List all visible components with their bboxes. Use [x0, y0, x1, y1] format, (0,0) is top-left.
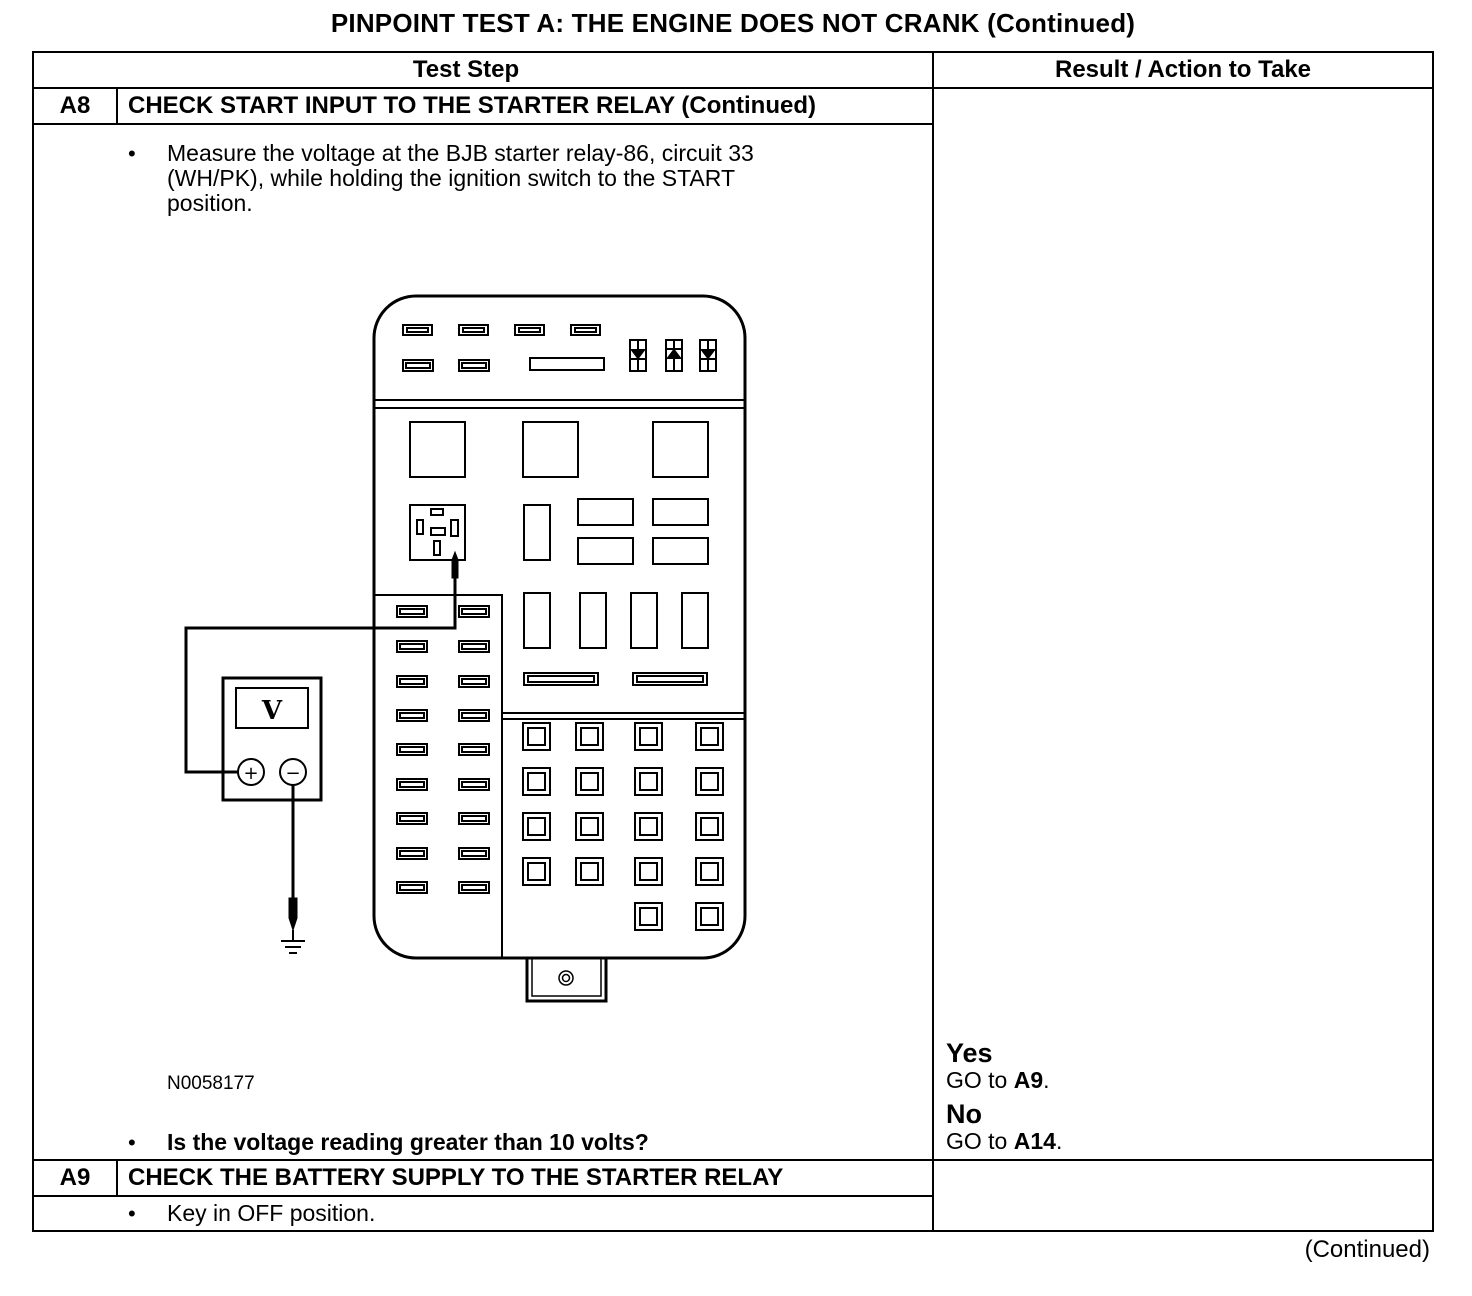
meter-plus: + [243, 763, 258, 784]
step-a9-top-divider [34, 1159, 1432, 1161]
step-heading-a8: CHECK START INPUT TO THE STARTER RELAY (… [128, 92, 816, 119]
voltmeter [221, 676, 323, 802]
meter-minus: − [285, 763, 300, 784]
yes-action-text: GO to [946, 1067, 1014, 1093]
instruction-a8: Measure the voltage at the BJB starter r… [167, 141, 867, 216]
result-no-action: GO to A14. [946, 1129, 1062, 1154]
instruction-line-3: position. [167, 190, 253, 216]
step-a9-heading-divider [34, 1195, 932, 1197]
no-period: . [1055, 1128, 1063, 1154]
yes-period: . [1043, 1067, 1050, 1093]
result-action-header: Result / Action to Take [1054, 56, 1312, 83]
header-divider [34, 87, 1432, 89]
meter-symbol: V [261, 696, 283, 726]
instruction-line-1: Measure the voltage at the BJB starter r… [167, 140, 754, 166]
continued-label: (Continued) [1304, 1236, 1430, 1263]
positive-lead [184, 578, 457, 774]
column-divider [932, 53, 934, 1230]
step-id-divider-a9 [116, 1160, 118, 1195]
question-a8: Is the voltage reading greater than 10 v… [167, 1129, 649, 1155]
positive-terminal [237, 758, 265, 786]
no-action-text: GO to [946, 1128, 1014, 1154]
instruction-line-2: (WH/PK), while holding the ignition swit… [167, 165, 735, 191]
step-id-a8: A8 [59, 92, 91, 119]
result-no-label: No [946, 1099, 982, 1129]
page-title: PINPOINT TEST A: THE ENGINE DOES NOT CRA… [330, 8, 1136, 38]
step-a8-heading-divider [34, 123, 932, 125]
bullet: • [128, 141, 136, 166]
step-heading-a9: CHECK THE BATTERY SUPPLY TO THE STARTER … [128, 1164, 784, 1191]
ground-symbol-icon [281, 930, 305, 954]
voltmeter-display [235, 687, 309, 729]
instruction-a9: Key in OFF position. [167, 1200, 376, 1226]
step-id-divider-a8 [116, 88, 118, 123]
step-id-a9: A9 [59, 1164, 91, 1191]
test-step-header: Test Step [412, 56, 520, 83]
yes-target: A9 [1013, 1067, 1044, 1093]
figure-id: N0058177 [167, 1073, 255, 1094]
result-yes-label: Yes [946, 1038, 993, 1068]
starter-relay-socket [409, 504, 466, 561]
result-yes-action: GO to A9. [946, 1068, 1050, 1093]
mounting-tab [525, 956, 608, 1003]
pinpoint-test-table: Test Step Result / Action to Take A8 CHE… [32, 51, 1434, 1232]
no-target: A14 [1013, 1128, 1056, 1154]
bullet: • [128, 1130, 136, 1155]
bullet: • [128, 1201, 136, 1226]
